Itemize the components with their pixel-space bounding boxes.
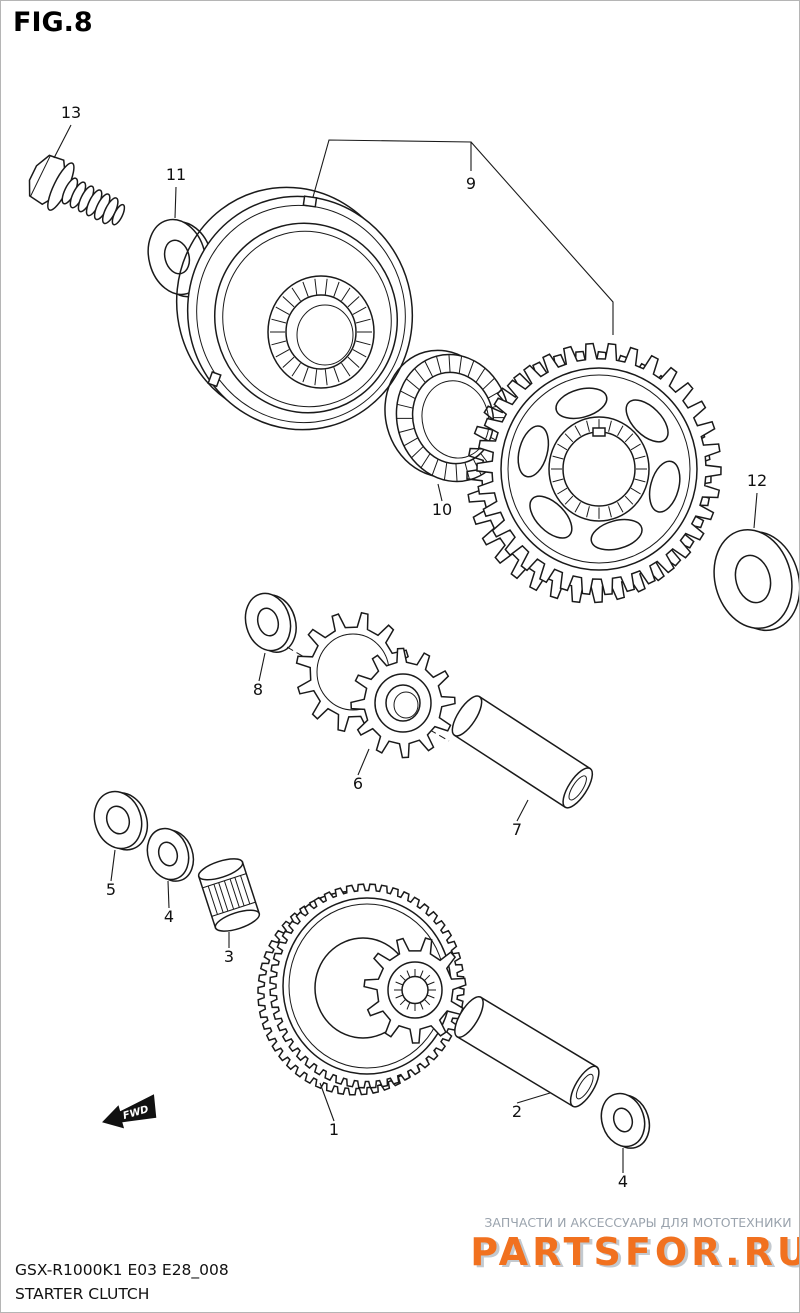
spacer-2 bbox=[454, 995, 600, 1108]
leader-10 bbox=[437, 483, 443, 502]
gear-slot bbox=[590, 518, 643, 551]
washer-5 bbox=[93, 790, 149, 851]
part-label-3: 3 bbox=[224, 947, 234, 966]
part-label-4b: 4 bbox=[618, 1172, 628, 1191]
drum-notch bbox=[302, 195, 318, 208]
leader-11 bbox=[174, 186, 177, 219]
washer-8 bbox=[244, 592, 297, 653]
part-label-8: 8 bbox=[253, 680, 263, 699]
leader-13 bbox=[53, 124, 72, 159]
part-label-5: 5 bbox=[106, 880, 116, 899]
part-callouts: 13 11 9 10 12 8 6 7 5 4 3 1 2 4 bbox=[61, 103, 767, 1191]
gear-set-6 bbox=[286, 611, 456, 759]
bolt-13 bbox=[28, 154, 126, 226]
gear-slot bbox=[555, 387, 608, 420]
needle-bearing-3 bbox=[197, 858, 261, 932]
part-label-7: 7 bbox=[512, 820, 522, 839]
leader-2 bbox=[516, 1092, 551, 1104]
part-label-11: 11 bbox=[166, 165, 186, 184]
figure-code: GSX-R1000K1 E03 E28_008 bbox=[15, 1261, 229, 1280]
part-label-1: 1 bbox=[329, 1120, 339, 1139]
brand-logo[interactable]: PARTSFOR.RU PARTSFOR.RU bbox=[470, 1230, 800, 1276]
gear-slot bbox=[529, 495, 573, 539]
part-label-9: 9 bbox=[466, 174, 476, 193]
clutch-gear-9 bbox=[466, 342, 722, 604]
watermark-tagline: ЗАПЧАСТИ И АКСЕССУАРЫ ДЛЯ МОТОТЕХНИКИ bbox=[484, 1215, 791, 1230]
leader-lines bbox=[53, 124, 758, 1173]
part-label-2: 2 bbox=[512, 1102, 522, 1121]
clutch-drum-9 bbox=[175, 186, 414, 431]
drum-notch bbox=[207, 371, 222, 388]
leader-8 bbox=[258, 652, 266, 682]
brand-logo-shadow: PARTSFOR.RU bbox=[473, 1232, 800, 1276]
gear-slot bbox=[625, 399, 669, 443]
spacer-7 bbox=[451, 695, 594, 809]
washer-12 bbox=[713, 528, 799, 632]
idle-gear-1 bbox=[257, 883, 467, 1096]
fwd-arrow: FWD bbox=[102, 1094, 157, 1129]
part-label-12: 12 bbox=[747, 471, 767, 490]
figure-name: STARTER CLUTCH bbox=[15, 1285, 149, 1303]
gear-slot bbox=[517, 425, 550, 478]
part-label-4a: 4 bbox=[164, 907, 174, 926]
figure-title: FIG.8 bbox=[13, 7, 93, 38]
leader-bracket-9 bbox=[312, 139, 614, 335]
gear-slot bbox=[648, 460, 681, 513]
part-label-6: 6 bbox=[353, 774, 363, 793]
washer-4b bbox=[600, 1092, 651, 1149]
leader-4a bbox=[167, 880, 170, 909]
leader-5 bbox=[110, 849, 116, 882]
washer-4a bbox=[146, 827, 195, 882]
brand-logo-text: PARTSFOR.RU bbox=[470, 1230, 800, 1274]
part-label-10: 10 bbox=[432, 500, 452, 519]
bore-notch bbox=[592, 427, 606, 437]
leader-7 bbox=[516, 799, 529, 822]
leader-6 bbox=[357, 748, 370, 776]
part-label-13: 13 bbox=[61, 103, 81, 122]
leader-1 bbox=[319, 1082, 335, 1122]
leader-12 bbox=[753, 492, 758, 529]
